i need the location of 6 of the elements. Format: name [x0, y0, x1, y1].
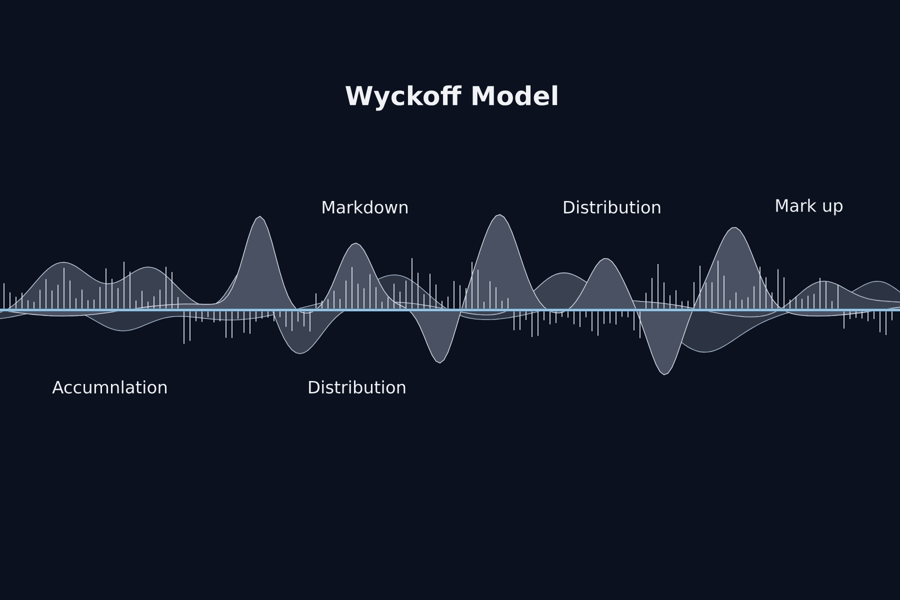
phase-label: Mark up — [776, 198, 843, 216]
phase-label: Accumnlation — [52, 380, 166, 394]
phase-label: Distribution — [309, 380, 406, 394]
phase-label: Distribution — [564, 200, 660, 214]
phase-label: Markdown — [322, 200, 408, 214]
title: Wyckoff Model — [346, 85, 558, 111]
